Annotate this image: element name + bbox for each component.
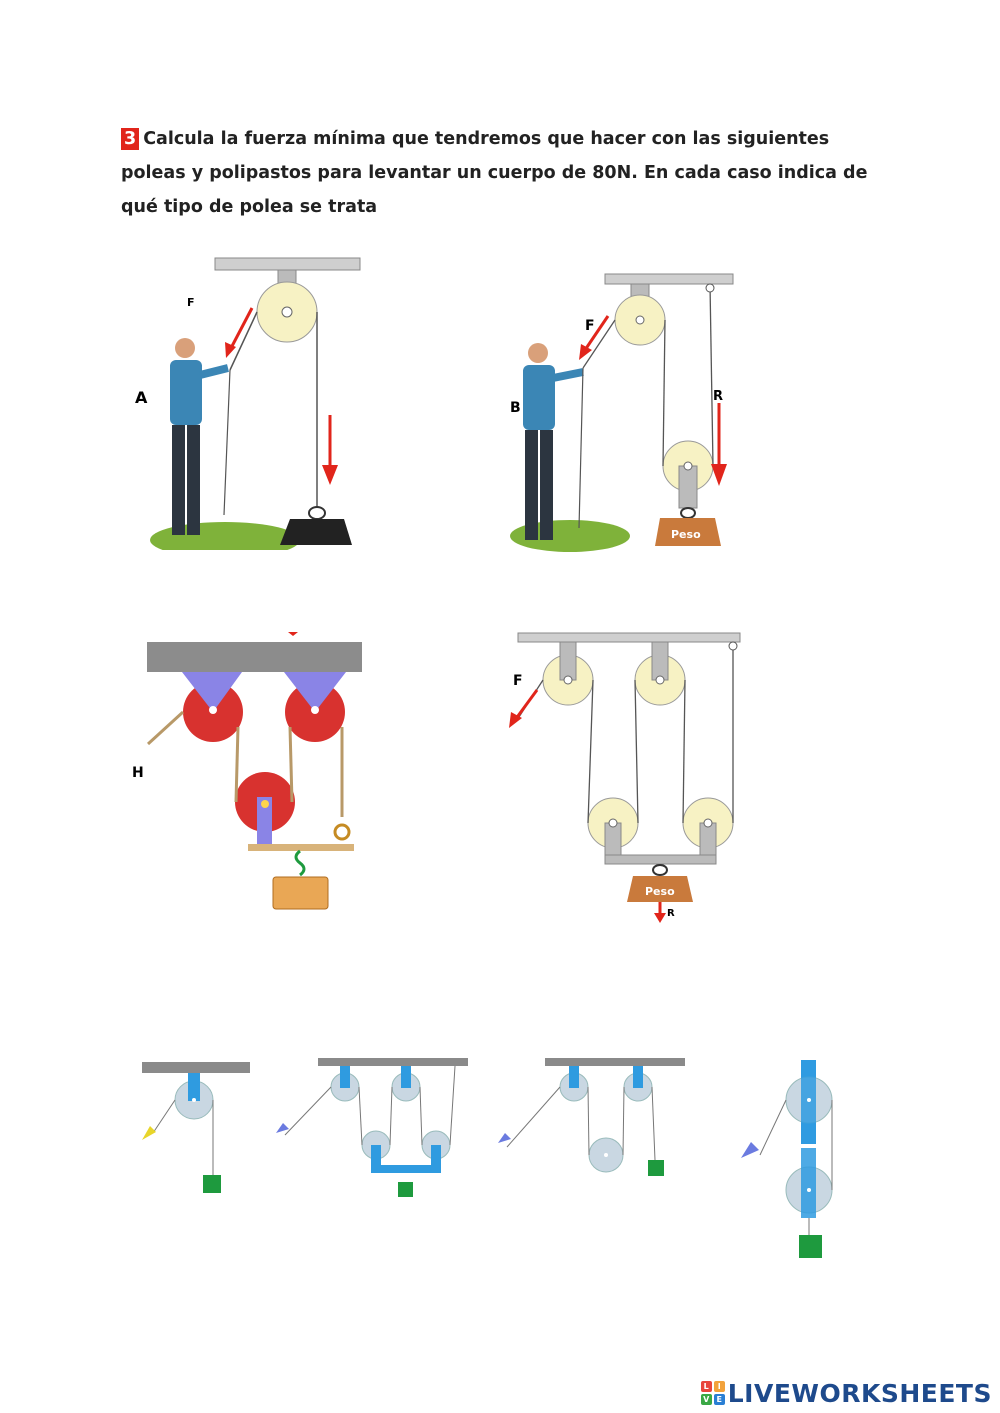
- figure-h-red-pulleys: H: [132, 632, 362, 910]
- figure-a-fixed-pulley: F A: [135, 257, 361, 550]
- diagram-2-four-pulleys: [276, 1058, 468, 1197]
- resistance-label: R: [667, 908, 675, 919]
- force-label: F: [513, 673, 523, 689]
- figure-b-compound-pulley: F R B Peso: [510, 273, 734, 552]
- force-arrow: [228, 307, 254, 351]
- liveworksheets-logo-icon: L I V E: [700, 1381, 725, 1405]
- diagram-3-three-pulleys: [498, 1058, 685, 1176]
- brand-text: LIVEWORKSHEETS: [727, 1378, 992, 1408]
- weight-label: Peso: [645, 885, 675, 898]
- question-number: 3: [121, 128, 140, 150]
- diagram-1-fixed-pulley: [142, 1062, 250, 1193]
- weight-label: Peso: [671, 528, 701, 541]
- figure-label: B: [510, 400, 521, 416]
- figure-label: A: [135, 388, 148, 407]
- liveworksheets-brand: L I V E LIVEWORKSHEETS: [700, 1377, 992, 1409]
- question-body: Calcula la fuerza mínima que tendremos q…: [121, 129, 868, 217]
- diagram-4-stacked-pulleys: [741, 1060, 833, 1258]
- logo-letter: L: [700, 1381, 712, 1392]
- logo-letter: I: [713, 1381, 725, 1392]
- force-label: F: [585, 318, 595, 334]
- logo-letter: E: [713, 1394, 725, 1405]
- resistance-label: R: [713, 389, 723, 404]
- figure-d-polipasto: F Peso R: [509, 632, 741, 923]
- force-label: F: [187, 296, 195, 309]
- figure-label: H: [132, 765, 144, 781]
- logo-letter: V: [700, 1394, 712, 1405]
